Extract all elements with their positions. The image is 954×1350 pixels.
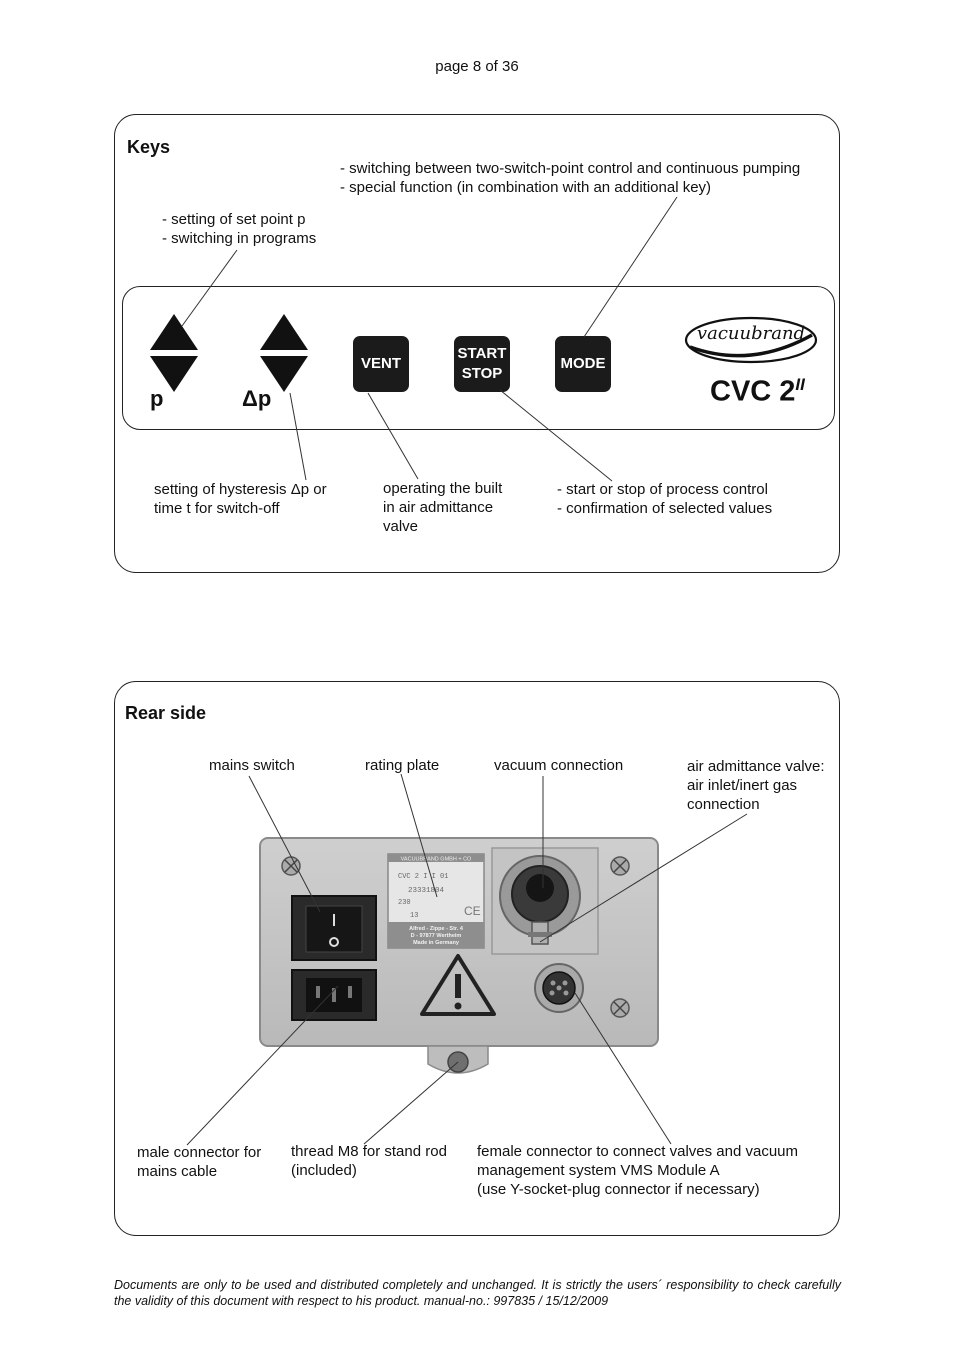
- arrow-up-icon: [260, 314, 308, 350]
- callout-mode-key: - switching between two-switch-point con…: [340, 160, 801, 196]
- plate-line-2: CVC 2 I I 01: [398, 873, 448, 881]
- leader-female-connector: [574, 992, 672, 1145]
- label-p: p: [150, 386, 164, 411]
- plate-line-8: D - 97877 Wertheim: [411, 933, 462, 939]
- plate-line-5: 13: [410, 912, 418, 920]
- brand-name: vacuubrand: [696, 323, 806, 344]
- arrow-up-icon: [150, 314, 198, 350]
- device-rear-photo: VACUUBRAND GMBH + CO CVC 2 I I 01 233318…: [259, 837, 659, 1074]
- plate-line-1: VACUUBRAND GMBH + CO: [401, 857, 472, 863]
- leader-thread: [363, 1061, 459, 1145]
- arrow-down-icon: [260, 356, 308, 392]
- screw-icon: [281, 856, 301, 876]
- keys-panel: [114, 114, 840, 573]
- callout-start-stop-key: - start or stop of process control - con…: [557, 481, 773, 517]
- leader-mode: [583, 196, 678, 338]
- page-number: page 8 of 36: [435, 58, 519, 75]
- footer-disclaimer: Documents are only to be used and distri…: [114, 1278, 841, 1308]
- ce-mark: CE: [464, 904, 481, 918]
- label-delta-p: Δp: [242, 386, 272, 411]
- callout-setpoint-key: - setting of set point p - switching in …: [162, 211, 317, 247]
- leader-air-valve: [539, 813, 748, 943]
- label-rating-plate: rating plate: [365, 757, 440, 774]
- vacuubrand-logo: [684, 316, 818, 364]
- plate-line-4: 230: [398, 899, 411, 907]
- plate-line-9: Made in Germany: [413, 940, 460, 946]
- leader-rating-plate: [400, 773, 438, 898]
- label-female-connector: female connector to connect valves and v…: [477, 1143, 799, 1198]
- vent-button[interactable]: VENT: [353, 336, 409, 392]
- plate-line-7: Alfred - Zippe - Str. 4: [409, 926, 464, 932]
- leader-male-connector: [186, 985, 339, 1146]
- hysteresis-up-down-key[interactable]: [258, 312, 310, 394]
- label-mains-switch: mains switch: [209, 757, 295, 774]
- label-thread-m8: thread M8 for stand rod (included): [291, 1143, 447, 1179]
- leader-hysteresis: [289, 392, 307, 481]
- controller-front-panel: [122, 286, 835, 430]
- model-name: CVC 2II: [710, 375, 805, 408]
- start-stop-button[interactable]: START STOP: [454, 336, 510, 392]
- setpoint-up-down-key[interactable]: [148, 312, 200, 394]
- leader-mains-switch: [248, 775, 321, 913]
- label-air-admittance-valve: air admittance valve: air inlet/inert ga…: [687, 758, 825, 813]
- mode-button[interactable]: MODE: [555, 336, 611, 392]
- callout-vent-key: operating the built in air admittance va…: [383, 480, 503, 535]
- warning-icon: [420, 954, 496, 1016]
- label-vacuum-connection: vacuum connection: [494, 757, 624, 774]
- screw-icon: [610, 856, 630, 876]
- leader-vent: [367, 392, 419, 480]
- leader-start-stop: [499, 389, 613, 482]
- rear-panel: [114, 681, 840, 1236]
- screw-icon: [610, 998, 630, 1018]
- keys-title: Keys: [127, 137, 171, 157]
- leader-setpoint: [181, 249, 238, 327]
- arrow-down-icon: [150, 356, 198, 392]
- plate-line-3: 23331804: [408, 887, 445, 895]
- rear-title: Rear side: [125, 703, 207, 723]
- callout-hysteresis-key: setting of hysteresis Δp or time t for s…: [154, 481, 327, 517]
- label-male-connector: male connector for mains cable: [137, 1144, 262, 1180]
